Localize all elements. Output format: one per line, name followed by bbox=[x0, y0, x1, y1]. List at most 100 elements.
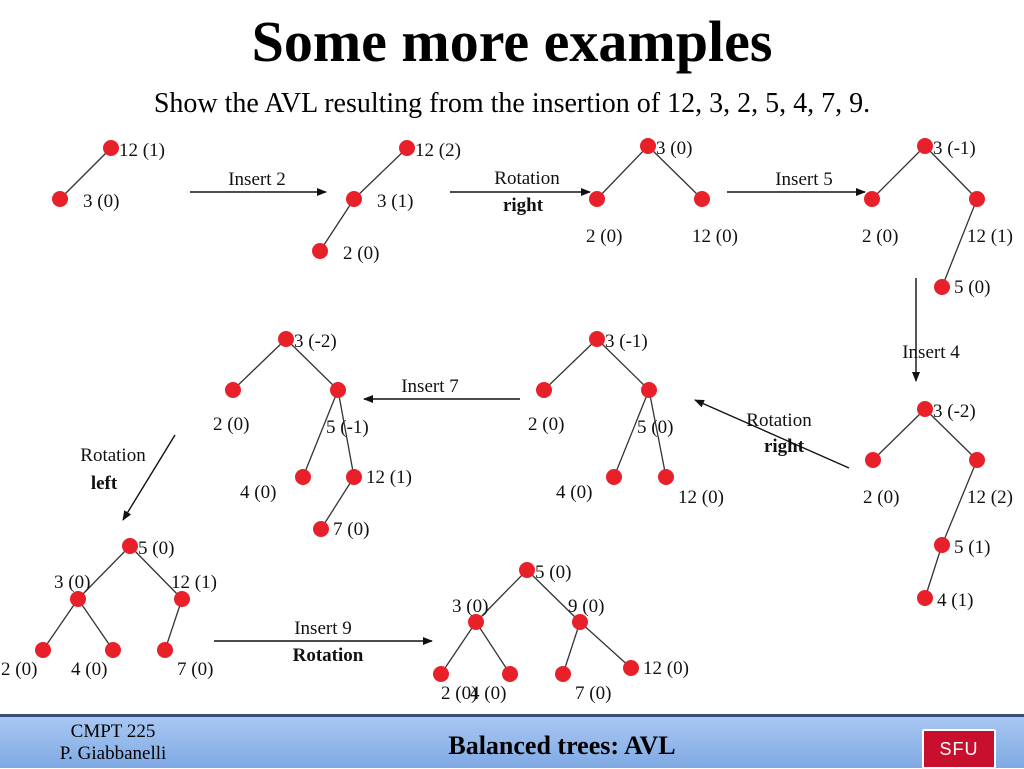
step-8-rotated-left-label-3: 3 (0) bbox=[54, 572, 90, 593]
step-4-insert-5-label-5: 5 (0) bbox=[954, 277, 990, 298]
step-6-rotated-right-node-4 bbox=[606, 469, 622, 485]
step-9-insert-9-rotated-edge-3-2 bbox=[440, 621, 477, 675]
step-8-rotated-left-label-4: 4 (0) bbox=[71, 659, 107, 680]
step-8-rotated-left-edge-12-7 bbox=[164, 598, 183, 651]
step-5-insert-4-node-4 bbox=[917, 590, 933, 606]
step-4-insert-5-node-2 bbox=[864, 191, 880, 207]
step-8-rotated-left-label-5: 5 (0) bbox=[138, 538, 174, 559]
step-7-insert-7-edge-5-4 bbox=[302, 389, 339, 478]
step-6-rotated-right-label-2: 2 (0) bbox=[528, 414, 564, 435]
arrow-insert-7-label-0: Insert 7 bbox=[401, 376, 459, 397]
step-2-insert-2-node-12 bbox=[399, 140, 415, 156]
step-6-rotated-right-node-12 bbox=[658, 469, 674, 485]
step-7-insert-7-label-5: 5 (-1) bbox=[326, 417, 369, 438]
step-3-rotated-right-edge-3-2 bbox=[596, 145, 649, 200]
step-9-insert-9-rotated-label-4: 4 (0) bbox=[470, 683, 506, 704]
footer-course-info: CMPT 225 P. Giabbanelli bbox=[0, 721, 226, 765]
arrow-rotation-left-label-1: left bbox=[91, 473, 118, 494]
step-9-insert-9-rotated-label-2: 2 (0) bbox=[441, 683, 477, 704]
step-5-insert-4-node-5 bbox=[934, 537, 950, 553]
step-3-rotated-right-node-3 bbox=[640, 138, 656, 154]
step-9-insert-9-rotated-node-12 bbox=[623, 660, 639, 676]
step-7-insert-7-label-4: 4 (0) bbox=[240, 482, 276, 503]
step-3-rotated-right-edge-3-12 bbox=[647, 145, 703, 200]
step-6-rotated-right-edge-3-5 bbox=[596, 338, 650, 391]
step-9-insert-9-rotated-edge-9-12 bbox=[579, 621, 632, 669]
footer-topic: Balanced trees: AVL bbox=[448, 731, 676, 760]
step-8-rotated-left-label-2: 2 (0) bbox=[1, 659, 37, 680]
step-5-insert-4-label-12: 12 (2) bbox=[967, 487, 1013, 508]
step-7-insert-7-edge-12-7 bbox=[320, 476, 355, 530]
step-7-insert-7-label-7: 7 (0) bbox=[333, 519, 369, 540]
arrow-insert-9-label-1: Rotation bbox=[293, 645, 364, 666]
step-1-initial-node-12 bbox=[103, 140, 119, 156]
arrow-rotation-right-1-label-0: Rotation bbox=[494, 168, 560, 189]
arrow-insert-9-label-0: Insert 9 bbox=[294, 618, 352, 639]
step-6-rotated-right-label-12: 12 (0) bbox=[678, 487, 724, 508]
step-4-insert-5-node-3 bbox=[917, 138, 933, 154]
step-7-insert-7-edge-3-5 bbox=[285, 338, 339, 391]
step-4-insert-5-label-12: 12 (1) bbox=[967, 226, 1013, 247]
step-7-insert-7-node-5 bbox=[330, 382, 346, 398]
step-4-insert-5-edge-12-5 bbox=[941, 198, 978, 288]
step-4-insert-5-node-5 bbox=[934, 279, 950, 295]
step-8-rotated-left-edge-5-3 bbox=[77, 545, 131, 600]
step-8-rotated-left-label-12: 12 (1) bbox=[171, 572, 217, 593]
step-7-insert-7-node-7 bbox=[313, 521, 329, 537]
step-9-insert-9-rotated-edge-5-3 bbox=[475, 569, 528, 623]
step-5-insert-4-edge-5-4 bbox=[924, 544, 943, 599]
footer-author: P. Giabbanelli bbox=[59, 743, 167, 764]
arrow-rotation-left-label-0: Rotation bbox=[80, 445, 146, 466]
step-3-rotated-right-node-2 bbox=[589, 191, 605, 207]
step-5-insert-4-label-4: 4 (1) bbox=[937, 590, 973, 611]
step-8-rotated-left-label-7: 7 (0) bbox=[177, 659, 213, 680]
step-1-initial-label-12: 12 (1) bbox=[119, 140, 165, 161]
step-9-insert-9-rotated-label-12: 12 (0) bbox=[643, 658, 689, 679]
step-5-insert-4-label-3: 3 (-2) bbox=[933, 401, 976, 422]
step-8-rotated-left-edge-5-12 bbox=[129, 545, 183, 600]
step-7-insert-7-node-12 bbox=[346, 469, 362, 485]
step-5-insert-4-edge-12-5 bbox=[941, 459, 978, 546]
slide-title: Some more examples bbox=[251, 9, 773, 74]
step-6-rotated-right-label-4: 4 (0) bbox=[556, 482, 592, 503]
step-9-insert-9-rotated-node-4 bbox=[502, 666, 518, 682]
step-6-rotated-right-edge-3-2 bbox=[543, 338, 598, 391]
step-8-rotated-left-node-2 bbox=[35, 642, 51, 658]
step-7-insert-7-node-3 bbox=[278, 331, 294, 347]
step-8-rotated-left-node-12 bbox=[174, 591, 190, 607]
step-6-rotated-right-node-2 bbox=[536, 382, 552, 398]
step-3-rotated-right-label-3: 3 (0) bbox=[656, 138, 692, 159]
step-1-initial-label-3: 3 (0) bbox=[83, 191, 119, 212]
step-9-insert-9-rotated-node-2 bbox=[433, 666, 449, 682]
step-8-rotated-left-node-3 bbox=[70, 591, 86, 607]
step-6-rotated-right-label-5: 5 (0) bbox=[637, 417, 673, 438]
step-3-rotated-right-label-12: 12 (0) bbox=[692, 226, 738, 247]
step-2-insert-2-label-2: 2 (0) bbox=[343, 243, 379, 264]
step-8-rotated-left-edge-3-2 bbox=[42, 598, 79, 651]
step-9-insert-9-rotated-node-9 bbox=[572, 614, 588, 630]
step-1-initial-edge-12-3 bbox=[59, 147, 112, 200]
step-9-insert-9-rotated-label-3: 3 (0) bbox=[452, 596, 488, 617]
step-6-rotated-right-edge-5-4 bbox=[613, 389, 650, 478]
step-5-insert-4-node-2 bbox=[865, 452, 881, 468]
step-9-insert-9-rotated-node-3 bbox=[468, 614, 484, 630]
step-2-insert-2-edge-3-2 bbox=[319, 198, 355, 252]
step-9-insert-9-rotated-edge-9-7 bbox=[562, 621, 581, 675]
step-6-rotated-right-edge-5-12 bbox=[648, 389, 667, 478]
step-8-rotated-left-node-4 bbox=[105, 642, 121, 658]
step-8-rotated-left-edge-3-4 bbox=[77, 598, 114, 651]
step-2-insert-2-label-12: 12 (2) bbox=[415, 140, 461, 161]
step-4-insert-5-label-2: 2 (0) bbox=[862, 226, 898, 247]
step-9-insert-9-rotated-node-5 bbox=[519, 562, 535, 578]
step-9-insert-9-rotated-edge-3-4 bbox=[475, 621, 511, 675]
step-2-insert-2-label-3: 3 (1) bbox=[377, 191, 413, 212]
step-9-insert-9-rotated-node-7 bbox=[555, 666, 571, 682]
step-5-insert-4-edge-3-2 bbox=[872, 408, 926, 461]
step-5-insert-4-node-12 bbox=[969, 452, 985, 468]
step-5-insert-4-label-2: 2 (0) bbox=[863, 487, 899, 508]
step-7-insert-7-edge-5-12 bbox=[337, 389, 355, 478]
step-7-insert-7-label-12: 12 (1) bbox=[366, 467, 412, 488]
step-7-insert-7-node-4 bbox=[295, 469, 311, 485]
step-6-rotated-right-node-3 bbox=[589, 331, 605, 347]
arrow-insert-5-label-0: Insert 5 bbox=[775, 169, 833, 190]
